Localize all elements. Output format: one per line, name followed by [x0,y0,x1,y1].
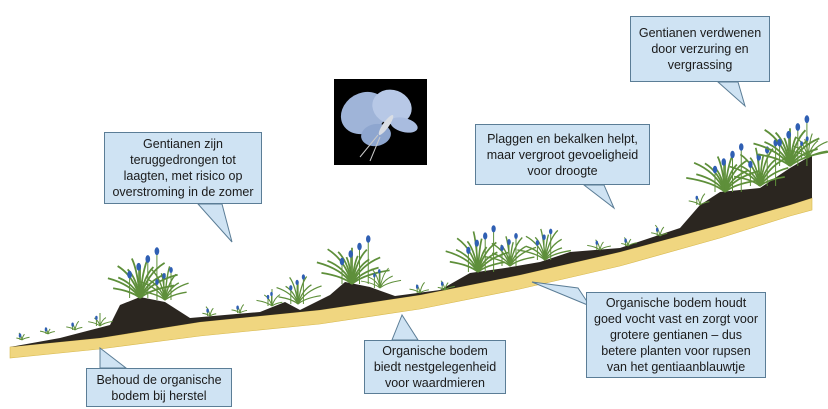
gentian-flower [71,323,74,327]
gentian-plant-icon [232,304,248,313]
gentian-plant-icon [16,333,29,340]
gentian-flower [270,292,273,296]
gentian-flower [366,235,371,243]
gentian-flower [696,196,699,200]
gentian-flower [542,234,545,240]
gentian-flower [127,271,132,279]
grass-blade [380,280,401,288]
callout-bottom-right-text: Organische bodem houdt goed vocht vast e… [593,295,759,375]
gentian-plant-icon [317,235,390,284]
callout-middle-right: Plaggen en bekalken helpt, maar vergroot… [475,124,650,185]
gentian-flower [536,240,539,246]
gentian-flower [491,225,495,232]
gentian-flower [441,282,444,286]
gentian-plant-icon [686,143,759,192]
callout-pointer-bottom-right [532,282,590,306]
gentian-flower [155,247,160,255]
gentian-flower [805,115,810,123]
grass-blade [66,327,75,330]
callout-bottom-left-text: Behoud de organische bodem bij herstel [93,372,225,404]
gentian-flower [514,233,518,239]
gentian-plant-icon [66,321,82,330]
gentian-flower [806,136,809,141]
gentian-flower [507,239,511,245]
gentian-flower [748,161,752,168]
grass-blade [651,233,660,236]
gentian-flower [466,247,470,254]
gentian-plant-icon [277,274,322,304]
gentian-flower [289,285,292,290]
gentian-flower [267,295,270,299]
gentian-flower [795,123,800,131]
gentian-plant-icon [88,313,113,326]
grass-blade [202,313,210,316]
callout-bottom-right: Organische bodem houdt goed vocht vast e… [586,292,766,378]
callout-top-right-text: Gentianen verdwenen door verzuring en ve… [637,25,763,73]
gentian-flower [483,232,487,239]
grass-blade [409,289,420,293]
gentian-flower [155,279,159,285]
gentian-flower [624,239,627,243]
gentian-flower [162,273,166,279]
grass-blade [22,337,30,340]
gentian-flower [378,269,381,273]
callout-pointer-bottom-left [100,348,126,368]
gentian-flower [295,280,298,285]
grass-blade [587,245,600,250]
gentian-flower [713,166,718,174]
gentian-flower [777,139,782,147]
gentian-flower [236,306,239,310]
gentian-flower [19,333,22,337]
callout-bottom-left: Behoud de organische bodem bij herstel [86,368,232,407]
callout-left-top: Gentianen zijn teruggedrongen tot laagte… [104,132,262,204]
gentian-flower [169,267,173,273]
callout-top-right: Gentianen verdwenen door verzuring en ve… [630,16,770,82]
grass-blade [240,310,247,313]
callout-bottom-middle-text: Organische bodem biedt nestgelegenheid v… [371,343,499,391]
callout-pointer-middle-right [584,185,614,208]
gentian-flower [500,245,504,251]
grass-blade [621,244,628,246]
grass-blade [40,331,48,334]
gentian-flower [45,327,48,331]
gentian-flower [206,309,209,313]
gentian-flower [136,263,141,271]
grass-blade [75,327,82,330]
grass-blade [689,201,700,205]
gentian-flower [800,141,803,146]
gentian-flower [739,143,744,151]
callout-left-top-text: Gentianen zijn teruggedrongen tot laagte… [111,136,255,200]
gentian-plant-icon [409,282,428,293]
butterfly-photo [334,79,427,165]
gentian-flower [349,250,354,258]
callout-bottom-middle: Organische bodem biedt nestgelegenheid v… [364,340,506,394]
callout-middle-right-text: Plaggen en bekalken helpt, maar vergroot… [482,131,643,179]
gentian-flower [722,158,727,166]
gentian-plant-icon [40,327,55,334]
callout-pointer-top-right [718,82,745,106]
gentian-plant-icon [753,115,828,166]
gentian-flower [357,243,362,251]
gentian-flower [95,316,98,320]
gentian-flower [730,151,735,159]
gentian-flower [786,131,791,139]
gentian-flower [596,241,599,245]
callout-pointer-left-top [198,204,232,242]
gentian-flower [373,273,376,277]
gentian-plant-icon [202,307,216,316]
gentian-flower [340,258,345,266]
grass-blade [232,310,240,313]
gentian-flower [656,228,659,232]
gentian-flower [475,240,479,247]
gentian-flower [145,255,150,263]
gentian-flower [416,285,419,289]
callout-pointer-bottom-middle [392,315,418,340]
gentian-flower [549,229,552,235]
gentian-flower [302,274,305,279]
gentian-plant-icon [587,240,611,250]
